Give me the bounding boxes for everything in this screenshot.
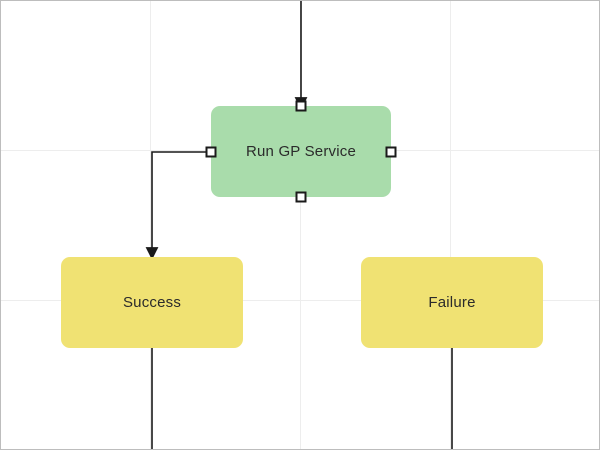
port-right-handle[interactable] bbox=[385, 146, 397, 157]
node-label: Success bbox=[122, 294, 182, 311]
port-bottom-handle[interactable] bbox=[295, 191, 307, 203]
port-top-handle[interactable] bbox=[295, 100, 307, 112]
node-success[interactable]: Success bbox=[61, 257, 243, 348]
port-left-handle[interactable] bbox=[205, 146, 217, 157]
node-failure[interactable]: Failure bbox=[361, 257, 543, 348]
node-label: Failure bbox=[428, 294, 476, 311]
node-label: Run GP Service bbox=[245, 143, 357, 160]
node-run-gp-service[interactable]: Run GP Service bbox=[205, 100, 397, 203]
edge-run-gp-service-to-success[interactable] bbox=[145, 151, 216, 260]
